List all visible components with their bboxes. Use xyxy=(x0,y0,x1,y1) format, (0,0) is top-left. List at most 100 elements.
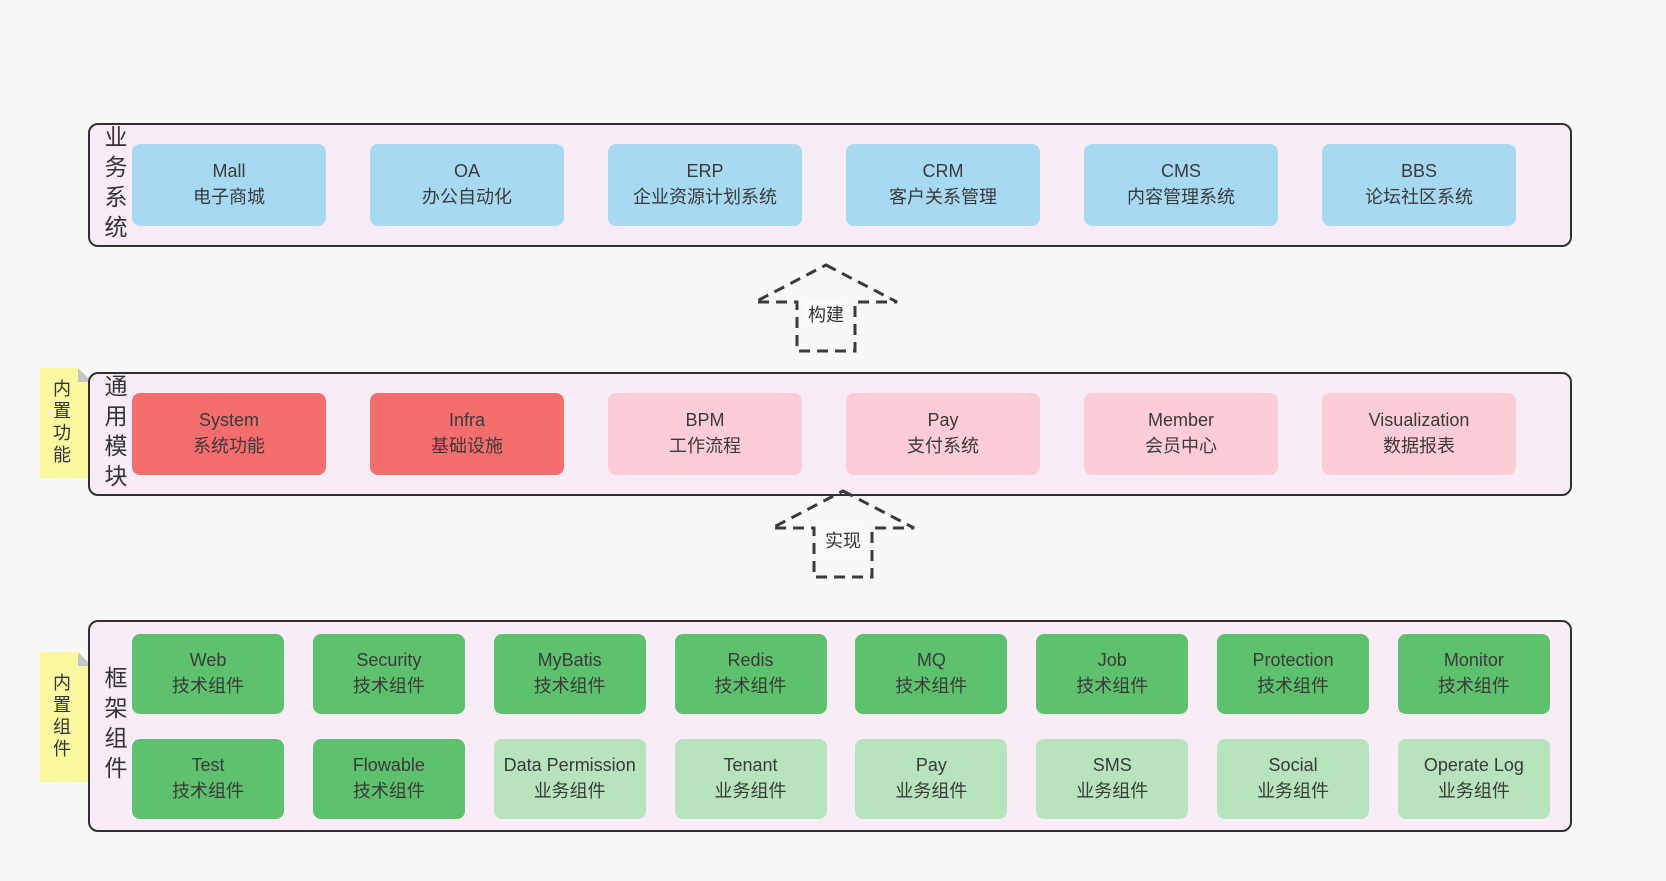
box-subtitle: 技术组件 xyxy=(714,675,787,696)
box-title: Security xyxy=(356,649,422,670)
box-tenant: Tenant 业务组件 xyxy=(674,738,827,819)
box-subtitle: 技术组件 xyxy=(1257,675,1330,696)
box-subtitle: 技术组件 xyxy=(172,780,244,801)
implement-arrow: 实现 xyxy=(768,488,918,580)
box-title: Job xyxy=(1097,649,1127,670)
box-title: Member xyxy=(1147,410,1214,431)
framework-components-band: 框架组件 Web 技术组件 Security 技术组件 MyBatis 技术组件… xyxy=(88,620,1572,832)
box-title: Infra xyxy=(448,410,486,431)
box-title: Test xyxy=(191,754,225,775)
box-title: Protection xyxy=(1252,649,1334,670)
box-system: System 系统功能 xyxy=(132,393,326,475)
box-member: Member 会员中心 xyxy=(1084,393,1278,475)
box-title: Monitor xyxy=(1443,649,1504,670)
box-subtitle: 技术组件 xyxy=(172,675,244,696)
box-mybatis: MyBatis 技术组件 xyxy=(493,633,646,714)
box-subtitle: 基础设施 xyxy=(431,436,503,456)
box-subtitle: 业务组件 xyxy=(1437,780,1510,801)
box-infra: Infra 基础设施 xyxy=(370,393,564,475)
box-cms: CMS 内容管理系统 xyxy=(1084,144,1278,226)
box-subtitle: 会员中心 xyxy=(1145,436,1217,456)
built-in-features-tag: 内置功能 xyxy=(40,368,92,478)
box-title: CMS xyxy=(1161,161,1201,182)
box-title: SMS xyxy=(1092,754,1132,775)
build-arrow: 构建 xyxy=(751,262,901,354)
box-flowable: Flowable 技术组件 xyxy=(312,738,465,819)
box-pay-biz: Pay 业务组件 xyxy=(855,738,1008,819)
box-title: Social xyxy=(1268,754,1318,775)
dashed-up-arrow-icon xyxy=(771,489,915,579)
box-operate-log: Operate Log 业务组件 xyxy=(1397,738,1550,819)
box-title: Web xyxy=(189,649,227,670)
box-title: BPM xyxy=(685,410,725,431)
box-title: BBS xyxy=(1400,161,1438,182)
build-arrow-label: 构建 xyxy=(805,301,847,328)
box-subtitle: 电子商城 xyxy=(193,187,265,207)
box-web: Web 技术组件 xyxy=(132,633,284,714)
sticky-note-background xyxy=(40,368,92,478)
box-title: Pay xyxy=(927,410,959,431)
box-title: System xyxy=(198,410,259,431)
box-subtitle: 数据报表 xyxy=(1383,436,1455,456)
box-sms: SMS 业务组件 xyxy=(1036,738,1189,819)
box-subtitle: 技术组件 xyxy=(352,780,425,801)
built-in-components-tag-label: 内置组件 xyxy=(51,673,71,761)
common-modules-row: System 系统功能 Infra 基础设施 BPM 工作流程 Pay 支付系统… xyxy=(132,393,1570,475)
box-title: Mall xyxy=(212,161,246,182)
box-title: Data Permission xyxy=(503,754,636,775)
framework-components-side-label: 框架组件 xyxy=(101,666,127,786)
box-title: Visualization xyxy=(1368,410,1470,431)
box-security: Security 技术组件 xyxy=(312,633,465,714)
box-subtitle: 内容管理系统 xyxy=(1127,187,1235,207)
sticky-note-background xyxy=(40,652,92,782)
box-title: Tenant xyxy=(723,754,778,775)
built-in-features-tag-label: 内置功能 xyxy=(51,379,71,467)
box-oa: OA 办公自动化 xyxy=(370,144,564,226)
box-title: Flowable xyxy=(352,754,425,775)
business-systems-band: 业务系统 Mall 电子商城 OA 办公自动化 ERP 企业资源计划系统 CRM… xyxy=(88,123,1572,247)
box-title: OA xyxy=(453,161,480,182)
implement-arrow-label: 实现 xyxy=(822,527,864,554)
dashed-up-arrow-icon xyxy=(754,263,898,353)
box-redis: Redis 技术组件 xyxy=(674,633,827,714)
box-protection: Protection 技术组件 xyxy=(1217,633,1370,714)
components-row-1: Web 技术组件 Security 技术组件 MyBatis 技术组件 Redi… xyxy=(132,633,1550,714)
box-crm: CRM 客户关系管理 xyxy=(846,144,1040,226)
built-in-components-tag: 内置组件 xyxy=(40,652,92,782)
box-erp: ERP 企业资源计划系统 xyxy=(608,144,802,226)
box-subtitle: 业务组件 xyxy=(895,780,968,801)
box-subtitle: 技术组件 xyxy=(533,675,606,696)
box-pay: Pay 支付系统 xyxy=(846,393,1040,475)
box-subtitle: 技术组件 xyxy=(895,675,968,696)
box-subtitle: 技术组件 xyxy=(352,675,425,696)
box-title: MyBatis xyxy=(537,649,602,670)
box-subtitle: 业务组件 xyxy=(533,780,606,801)
box-subtitle: 业务组件 xyxy=(714,780,787,801)
box-subtitle: 工作流程 xyxy=(669,436,741,456)
box-title: Operate Log xyxy=(1423,754,1524,775)
box-mall: Mall 电子商城 xyxy=(132,144,326,226)
box-mq: MQ 技术组件 xyxy=(855,633,1008,714)
box-monitor: Monitor 技术组件 xyxy=(1397,633,1550,714)
box-job: Job 技术组件 xyxy=(1036,633,1189,714)
box-title: MQ xyxy=(916,649,946,670)
box-title: ERP xyxy=(686,161,724,182)
box-subtitle: 办公自动化 xyxy=(422,187,512,207)
box-social: Social 业务组件 xyxy=(1217,738,1370,819)
common-modules-band: 通用模块 System 系统功能 Infra 基础设施 BPM 工作流程 Pay… xyxy=(88,372,1572,496)
framework-components-grid: Web 技术组件 Security 技术组件 MyBatis 技术组件 Redi… xyxy=(132,633,1570,819)
box-bbs: BBS 论坛社区系统 xyxy=(1322,144,1516,226)
box-subtitle: 系统功能 xyxy=(193,436,265,456)
box-visualization: Visualization 数据报表 xyxy=(1322,393,1516,475)
box-title: Pay xyxy=(915,754,947,775)
box-subtitle: 技术组件 xyxy=(1437,675,1510,696)
box-subtitle: 客户关系管理 xyxy=(889,187,997,207)
business-systems-side-label: 业务系统 xyxy=(101,125,127,245)
box-subtitle: 论坛社区系统 xyxy=(1365,187,1473,207)
box-subtitle: 技术组件 xyxy=(1076,675,1149,696)
common-modules-side-label: 通用模块 xyxy=(101,374,127,494)
box-subtitle: 支付系统 xyxy=(907,436,979,456)
box-title: Redis xyxy=(727,649,774,670)
box-title: CRM xyxy=(922,161,964,182)
